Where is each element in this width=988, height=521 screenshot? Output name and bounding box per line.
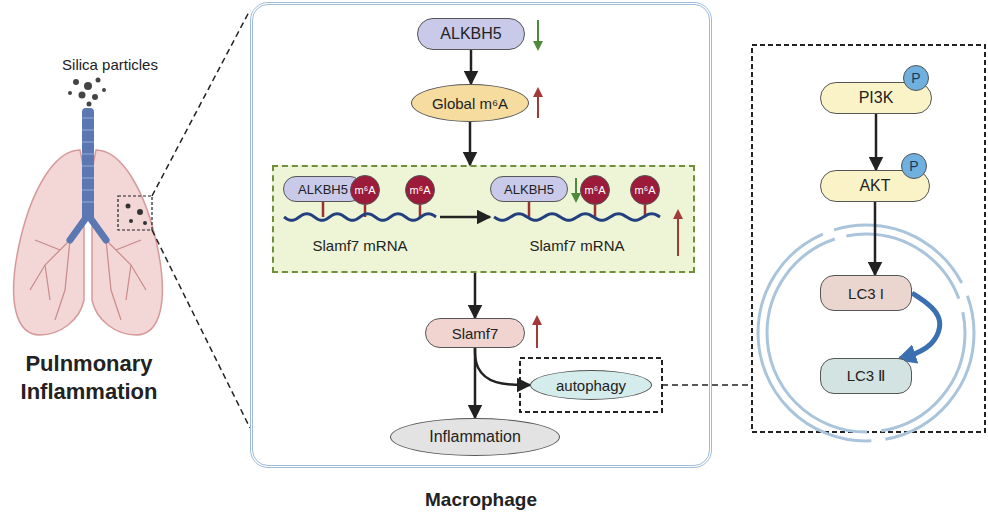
mrna-wave [284, 214, 436, 221]
node-text: AKT [859, 177, 890, 195]
node-text: LC3 I [848, 285, 884, 302]
outcome-ellipse: Inflammation [390, 418, 560, 456]
node-text: P [911, 70, 920, 86]
m6a-mark: m⁶A [350, 175, 380, 205]
m6a-mark: m⁶A [580, 175, 610, 205]
autophagosome-ring [758, 225, 974, 441]
lc3-box: LC3 I [820, 275, 912, 311]
lc3-box: LC3 Ⅱ [820, 358, 912, 394]
mrna-wave [492, 208, 662, 226]
panel-ground [272, 165, 695, 273]
flow-arrow [469, 122, 472, 165]
lung-illustration [14, 78, 163, 336]
figure-heading: Pulnmonary Inflammation [4, 350, 174, 405]
node-text: Slamf7 mRNA [529, 237, 624, 260]
protein-pill: ALKBH5 [490, 176, 568, 202]
figure-label: Silica particles [30, 56, 190, 75]
mrna-wave [494, 214, 660, 221]
mrna-strand: Slamf7 mRNA [282, 208, 438, 260]
dashed-frame [520, 358, 662, 412]
node-text: Slamf7 mRNA [312, 237, 407, 260]
flow-arrow [874, 202, 877, 275]
node-text: LC3 Ⅱ [847, 367, 886, 385]
mrna-panel: ALKBH5 m⁶A m⁶A Slamf7 mRNA ALKBH5 m⁶A m⁶A Slamf… [272, 165, 695, 273]
flow-arrow [470, 50, 473, 84]
protein-pill: Slamf7 [425, 318, 525, 348]
leader-line [152, 10, 752, 428]
flow-arrow [474, 273, 477, 318]
flow-arrow [475, 348, 530, 385]
mrna-wave [282, 208, 438, 226]
cell-label: Macrophage [253, 489, 709, 511]
modification-ellipse: Global m⁶A [411, 84, 529, 122]
process-ellipse: autophagy [530, 370, 652, 400]
phospho-mark: P [901, 153, 927, 179]
node-text: m⁶A [634, 184, 655, 196]
node-text: P [909, 158, 918, 174]
node-text: m⁶A [409, 184, 430, 196]
node-text: m⁶A [584, 184, 605, 196]
node-text: PI3K [859, 89, 894, 107]
node-text: ALKBH5 [504, 182, 554, 197]
protein-pill: ALKBH5 [417, 18, 525, 50]
m6a-mark: m⁶A [630, 175, 660, 205]
node-text: m⁶A [354, 184, 375, 196]
m6a-mark: m⁶A [405, 175, 435, 205]
node-text: Global m⁶A [432, 95, 508, 112]
node-text: Inflammation [429, 428, 521, 446]
mrna-strand: Slamf7 mRNA [492, 208, 662, 260]
flow-arrow [440, 216, 490, 219]
node-text: Slamf7 [452, 325, 499, 342]
phospho-mark: P [903, 65, 929, 91]
node-text: ALKBH5 [440, 25, 501, 43]
node-text: autophagy [556, 377, 626, 394]
node-text: ALKBH5 [298, 182, 348, 197]
dashed-frame [752, 45, 985, 432]
cell-boundary: ALKBH5Global m⁶AALKBH5m⁶Am⁶ASlamf7 mRNAA… [250, 2, 712, 468]
flow-arrow [875, 114, 878, 170]
